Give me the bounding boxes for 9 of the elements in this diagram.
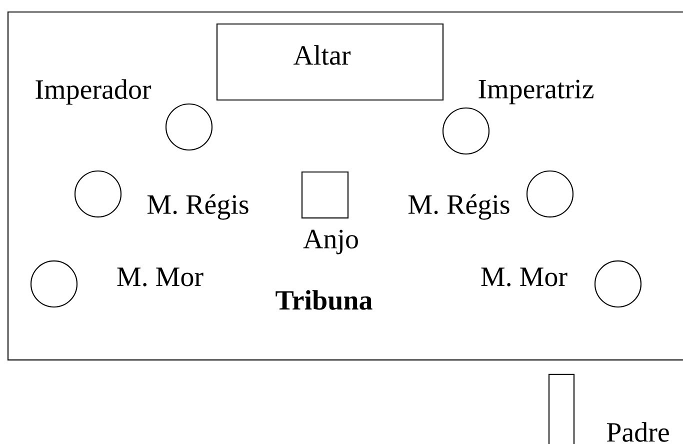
altar-box: Altar bbox=[216, 23, 444, 101]
seat-label: Imperador bbox=[36, 79, 152, 105]
seat-label: Anjo bbox=[303, 230, 358, 254]
seat-label: M. Mor bbox=[117, 268, 204, 286]
seat-label: Imperatriz bbox=[478, 80, 594, 104]
seat-label: M. Régis bbox=[147, 194, 248, 220]
seat-label: M. Mor bbox=[481, 268, 568, 286]
seat-label: Padre bbox=[606, 422, 669, 442]
seat-label: M. Régis bbox=[408, 194, 510, 220]
